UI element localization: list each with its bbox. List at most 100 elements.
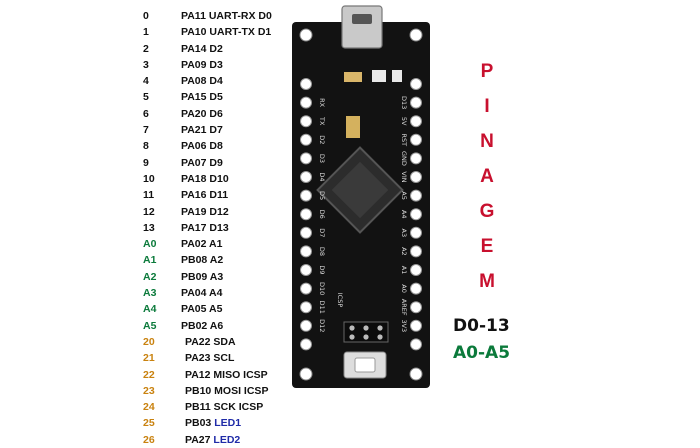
smd-component [344,72,362,82]
pin-number: A5 [143,319,157,332]
smd-component [372,70,386,82]
pin-number: 1 [143,26,149,39]
title-letter: E [480,236,494,257]
pin-description: PA18 D10 [181,172,229,185]
legend-digital: D0-13 [453,316,510,336]
header-pin [410,301,422,314]
pin-number: 13 [143,221,155,234]
pin-description: PA07 D9 [181,156,223,169]
header-pin [300,78,312,90]
header-pin [410,338,422,351]
pin-number: 4 [143,75,149,88]
board-silkscreen-label: 3V3 [400,319,408,332]
board-silkscreen-label: D11 [318,301,326,314]
pin-number: 10 [143,172,155,185]
board-silkscreen-label: A4 [400,210,408,219]
header-pin [300,338,312,351]
pin-number: 22 [143,368,155,381]
title-letter: N [480,131,494,152]
board-silkscreen-label: RX [318,98,326,108]
pin-description: PB11 SCK ICSP [185,401,264,414]
header-pin [410,264,422,276]
board-silkscreen-label: D7 [318,228,326,237]
header-pin [410,152,422,165]
board-silkscreen-label: A0 [400,284,408,293]
pin-number: A3 [143,287,157,300]
pin-description: PA06 D8 [181,140,223,153]
header-pin [410,78,422,90]
header-pin [410,96,422,109]
pin-description: PA10 UART-TX D1 [181,26,272,39]
header-pin [300,152,312,165]
pin-description: PA02 A1 [181,238,223,251]
pin-description: PA27 LED2 [185,433,241,446]
pin-description: PA08 D4 [181,75,223,88]
board-silkscreen-label: A5 [400,191,408,200]
board-silkscreen-label: VIN [400,171,408,182]
title-letter: G [479,201,495,222]
title-letter: P [480,61,494,82]
title-letter: A [480,166,494,187]
icsp-pin [363,325,369,331]
pin-number: 7 [143,124,149,137]
led-label: LED1 [214,417,242,430]
header-pin [300,264,312,276]
mount-hole [299,367,313,381]
header-pin [300,115,312,128]
pin-description: PA23 SCL [185,352,235,365]
pin-description: PA09 D3 [181,58,223,71]
pin-number: 2 [143,42,149,55]
icsp-pin [363,334,369,340]
pin-number: 20 [143,335,155,348]
header-pin [410,171,422,183]
board-silkscreen-label: D4 [318,172,326,181]
board-silkscreen-label: D8 [318,247,326,256]
pin-number: 6 [143,107,149,120]
board-silkscreen-label: RST [400,133,408,146]
header-pin [300,282,312,295]
pin-description: PA22 SDA [185,335,236,348]
header-pin [410,115,422,128]
pin-number: A0 [143,238,157,251]
header-pin [300,226,312,239]
board-silkscreen-label: A3 [400,229,408,238]
header-pin [410,282,422,295]
board-silkscreen-label: D13 [400,96,408,109]
header-pin [300,319,312,332]
pin-description: PA15 D5 [181,91,223,104]
board-silkscreen-label: 5V [400,117,408,126]
pin-description: PA21 D7 [181,124,223,137]
icsp-pin [377,325,383,331]
pin-number: A1 [143,254,157,267]
board-silkscreen-label: D9 [318,265,326,274]
pin-number: 24 [143,401,155,414]
led-label: LED2 [213,433,241,446]
pin-description: PA16 D11 [181,189,229,202]
pin-number: A4 [143,303,157,316]
board-silkscreen-label: AREF [400,299,408,316]
pin-number: A2 [143,270,157,283]
header-pin [410,208,422,221]
crystal [346,116,360,138]
pin-number: 23 [143,384,155,397]
pin-description: PB10 MOSI ICSP [185,384,269,397]
pin-number: 25 [143,417,155,430]
usb-port [352,14,372,24]
board-silkscreen-label: TX [318,116,326,126]
mount-hole [299,28,313,42]
header-pin [410,245,422,258]
header-pin [300,133,312,146]
pin-description: PB09 A3 [181,270,224,283]
title-letter: I [484,96,490,117]
board-silkscreen-label: D6 [318,210,326,219]
header-pin [410,189,422,202]
pin-number: 11 [143,189,155,202]
smd-component [392,70,402,82]
mount-hole [409,367,423,381]
pin-description: PB03 LED1 [185,417,242,430]
pin-description: PA19 D12 [181,205,229,218]
pin-description: PA11 UART-RX D0 [181,10,272,22]
icsp-pin [349,334,355,340]
pin-number: 3 [143,58,149,71]
pin-description: PA12 MISO ICSP [185,368,268,381]
